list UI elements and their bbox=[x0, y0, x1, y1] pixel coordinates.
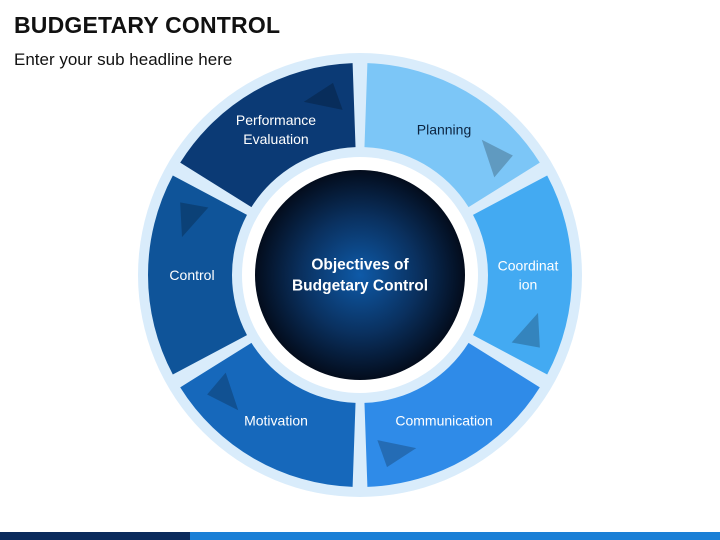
page-subtitle: Enter your sub headline here bbox=[14, 50, 233, 69]
segment-arrow-icon bbox=[180, 202, 209, 238]
footer-bar-right bbox=[190, 532, 720, 540]
footer-bar bbox=[0, 532, 720, 540]
segment-planning bbox=[364, 63, 540, 208]
segment-communication bbox=[364, 342, 540, 487]
center-circle bbox=[255, 170, 465, 380]
segment-label-motivation: Motivation bbox=[244, 412, 308, 428]
segment-coordination bbox=[473, 175, 572, 375]
segment-arrow-icon bbox=[377, 440, 417, 468]
page-title: BUDGETARY CONTROL bbox=[14, 12, 281, 38]
footer-bar-left bbox=[0, 532, 190, 540]
segment-control bbox=[148, 175, 247, 375]
segment-arrow-icon bbox=[481, 139, 513, 178]
segment-arrow-icon bbox=[511, 312, 540, 348]
segment-arrow-icon bbox=[303, 82, 343, 110]
segment-performance-evaluation bbox=[180, 63, 356, 208]
segment-motivation bbox=[180, 342, 356, 487]
segment-label-planning: Planning bbox=[417, 122, 472, 138]
segment-label-communication: Communication bbox=[395, 412, 492, 428]
segment-label-control: Control bbox=[169, 267, 214, 283]
segment-arrow-icon bbox=[207, 372, 239, 411]
